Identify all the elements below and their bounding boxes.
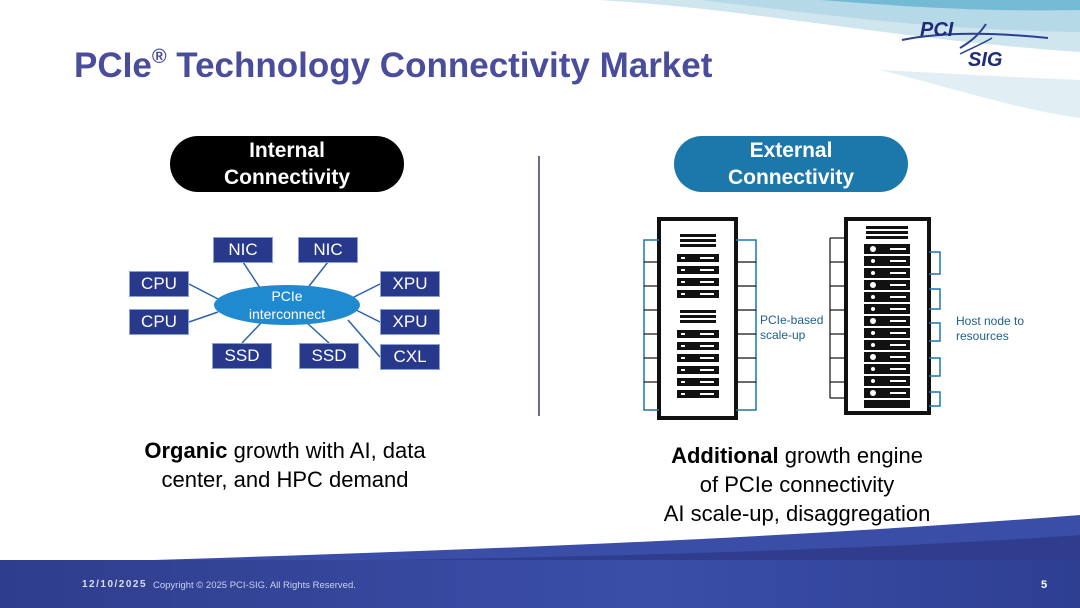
title-main: PCIe	[74, 46, 152, 85]
column-divider	[538, 156, 540, 416]
pci-sig-logo-mark: PCI SIG	[901, 19, 1049, 71]
rack-host-node	[829, 217, 941, 415]
page-number: 5	[1041, 579, 1048, 591]
internal-caption-line2: center, and HPC demand	[161, 467, 409, 492]
node-xpu-2: XPU	[380, 309, 440, 335]
node-xpu-1: XPU	[380, 271, 440, 297]
external-caption-line1: growth engine	[778, 443, 923, 468]
page-title: PCIe® Technology Connectivity Market	[74, 46, 712, 86]
node-nic-1: NIC	[213, 237, 273, 263]
rack-scale-up	[643, 217, 757, 420]
internal-pill-line2: Connectivity	[223, 166, 351, 189]
scale-up-note-line1: PCIe-based	[760, 313, 824, 327]
pcie-interconnect-hub: PCIe interconnect	[214, 285, 360, 325]
node-cpu-1: CPU	[129, 271, 189, 297]
footer-copyright: Copyright © 2025 PCI-SIG. All Rights Res…	[153, 580, 356, 591]
pci-sig-logo: PCI SIG	[900, 14, 1050, 74]
footer-wave-decoration	[0, 515, 1080, 565]
internal-caption-line1: growth with AI, data	[227, 438, 426, 463]
internal-caption: Organic growth with AI, data center, and…	[120, 436, 450, 494]
scale-up-note-line2: scale-up	[760, 328, 806, 342]
internal-pill-line1: Internal	[249, 139, 325, 162]
footer-date: 12/10/2025	[82, 579, 148, 590]
node-cpu-2: CPU	[129, 309, 189, 335]
node-cxl: CXL	[380, 344, 440, 370]
title-rest: Technology Connectivity Market	[166, 46, 713, 85]
node-ssd-2: SSD	[299, 343, 359, 369]
footer-bar	[0, 560, 1080, 608]
external-caption-bold: Additional	[671, 443, 779, 468]
external-connectivity-pill: External Connectivity	[674, 136, 908, 192]
logo-text-sig: SIG	[968, 49, 1002, 71]
external-caption-line2: of PCIe connectivity	[699, 472, 895, 497]
external-pill-line2: Connectivity	[727, 166, 855, 189]
internal-connectivity-pill: Internal Connectivity	[170, 136, 404, 192]
host-node-note-line2: resources	[956, 329, 1009, 343]
external-caption: Additional growth engine of PCIe connect…	[630, 441, 964, 528]
logo-text-pci: PCI	[920, 19, 954, 41]
node-ssd-1: SSD	[212, 343, 272, 369]
internal-caption-bold: Organic	[144, 438, 228, 463]
host-node-note: Host node to resources	[956, 314, 1024, 344]
scale-up-note: PCIe-based scale-up	[760, 313, 823, 343]
external-pill-line1: External	[749, 139, 833, 162]
host-node-note-line1: Host node to	[956, 314, 1025, 328]
title-registered-mark: ®	[151, 46, 167, 68]
hub-line2: interconnect	[248, 306, 326, 322]
node-nic-2: NIC	[298, 237, 358, 263]
external-caption-line3: AI scale-up, disaggregation	[663, 501, 931, 526]
hub-line1: PCIe	[271, 288, 303, 304]
